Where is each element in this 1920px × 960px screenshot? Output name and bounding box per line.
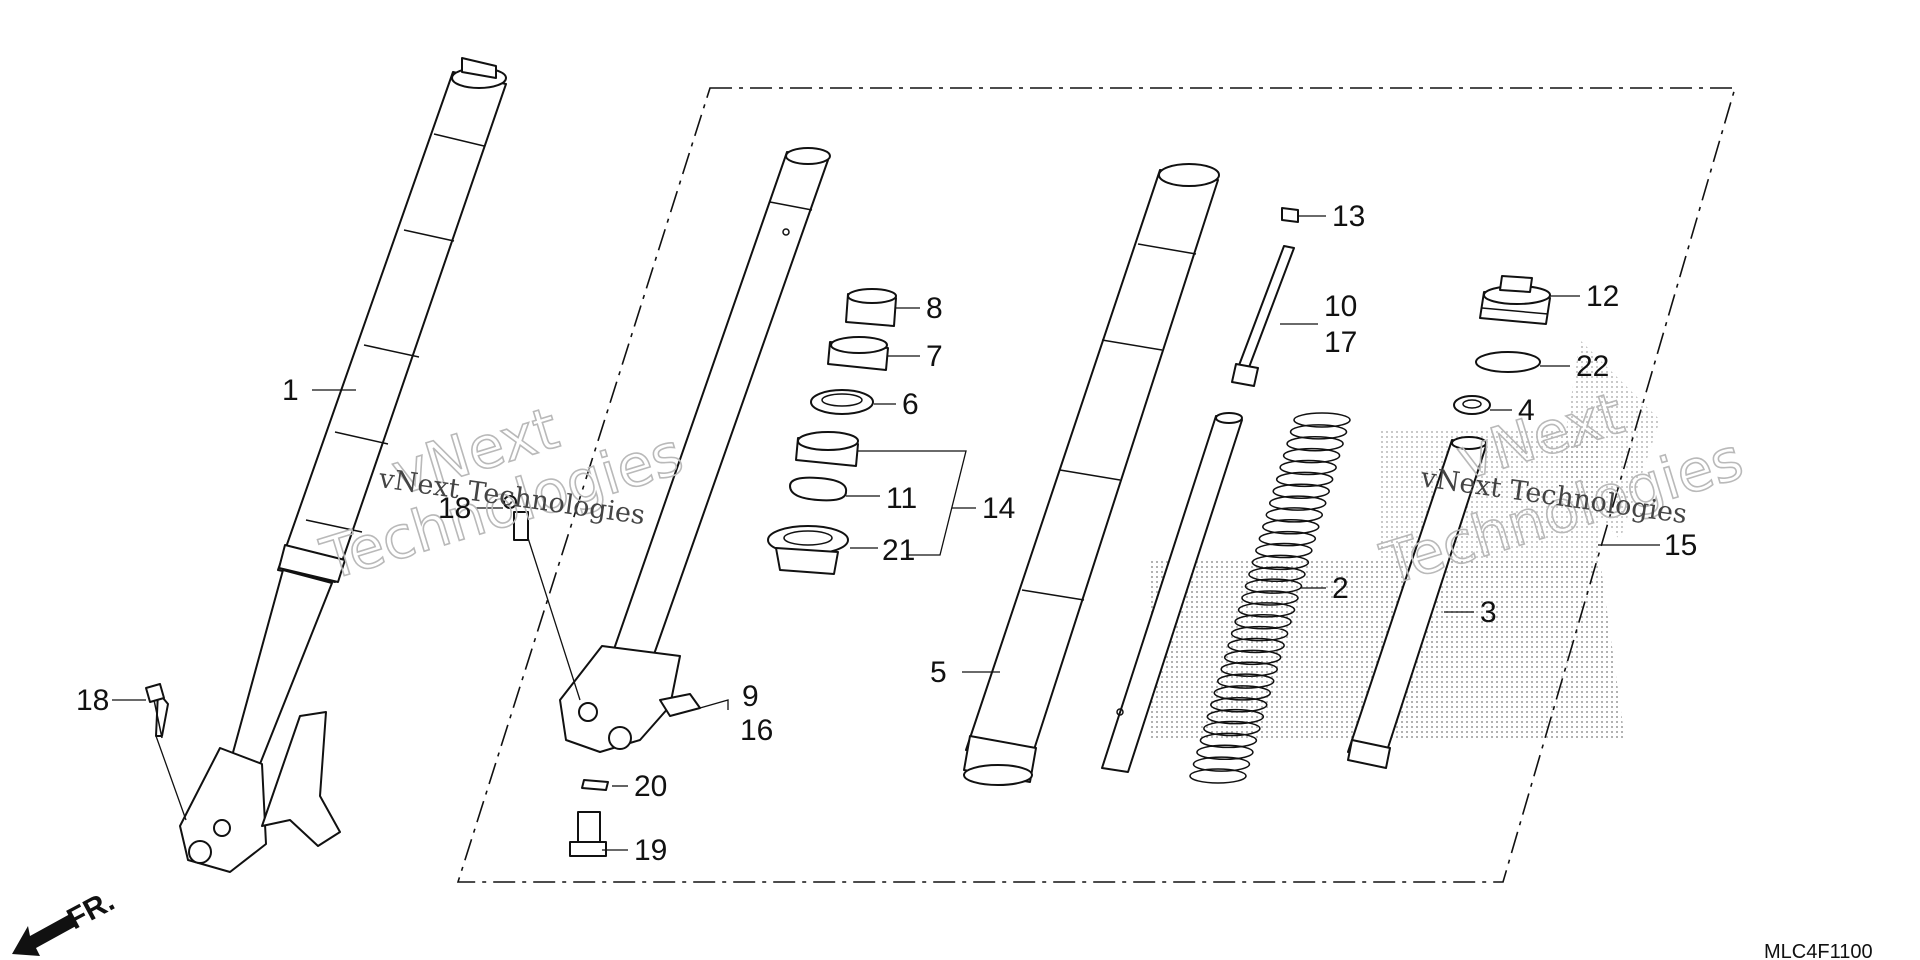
callout-2: 2: [1332, 572, 1349, 605]
callout-labels: 1 18 18 9 16 20 19 8 7 6 11 21 14 5 13 1…: [76, 200, 1697, 867]
callout-18-center: 18: [438, 492, 471, 525]
callout-3: 3: [1480, 596, 1497, 629]
callout-13: 13: [1332, 200, 1365, 233]
leader-lines: [112, 215, 1660, 851]
callout-14: 14: [982, 492, 1015, 525]
washer-part-4: [1453, 395, 1491, 415]
callout-15: 15: [1664, 529, 1697, 562]
callout-1: 1: [282, 374, 299, 407]
callout-6: 6: [902, 388, 919, 421]
damper-rod-part-10: [1101, 245, 1295, 773]
callout-18-left: 18: [76, 684, 109, 717]
spring-clip-part-20: [581, 779, 609, 791]
front-arrow-icon: [12, 914, 76, 956]
callout-9: 9: [742, 680, 759, 713]
front-direction-marker: FR.: [12, 884, 120, 956]
o-ring-part-22: [1475, 351, 1541, 373]
diagram-code: MLC4F1100: [1764, 941, 1873, 960]
fork-assembly-part-1: [155, 57, 507, 873]
outer-tube-part-5: [963, 163, 1220, 786]
callout-22: 22: [1576, 350, 1609, 383]
callout-5: 5: [930, 656, 947, 689]
callout-20: 20: [634, 770, 667, 803]
callout-8: 8: [926, 292, 943, 325]
callout-4: 4: [1518, 394, 1535, 427]
nut-part-13: [1281, 207, 1299, 223]
callout-10: 10: [1324, 290, 1357, 323]
callout-17: 17: [1324, 326, 1357, 359]
spacer-tube-part-3: [1347, 436, 1487, 769]
assembly-frame: [456, 87, 1737, 883]
bolt-part-18-left: [145, 683, 165, 739]
inner-tube-part-9: [559, 147, 831, 753]
seal-stack: [767, 288, 897, 575]
callout-11: 11: [886, 482, 917, 515]
callout-19: 19: [634, 834, 667, 867]
fork-spring-part-2: [1189, 412, 1351, 784]
bolt-part-19: [569, 811, 607, 857]
callout-21: 21: [882, 534, 915, 567]
callout-7: 7: [926, 340, 943, 373]
callout-16: 16: [740, 714, 773, 747]
fork-cap-part-12: [1479, 275, 1551, 325]
callout-12: 12: [1586, 280, 1619, 313]
